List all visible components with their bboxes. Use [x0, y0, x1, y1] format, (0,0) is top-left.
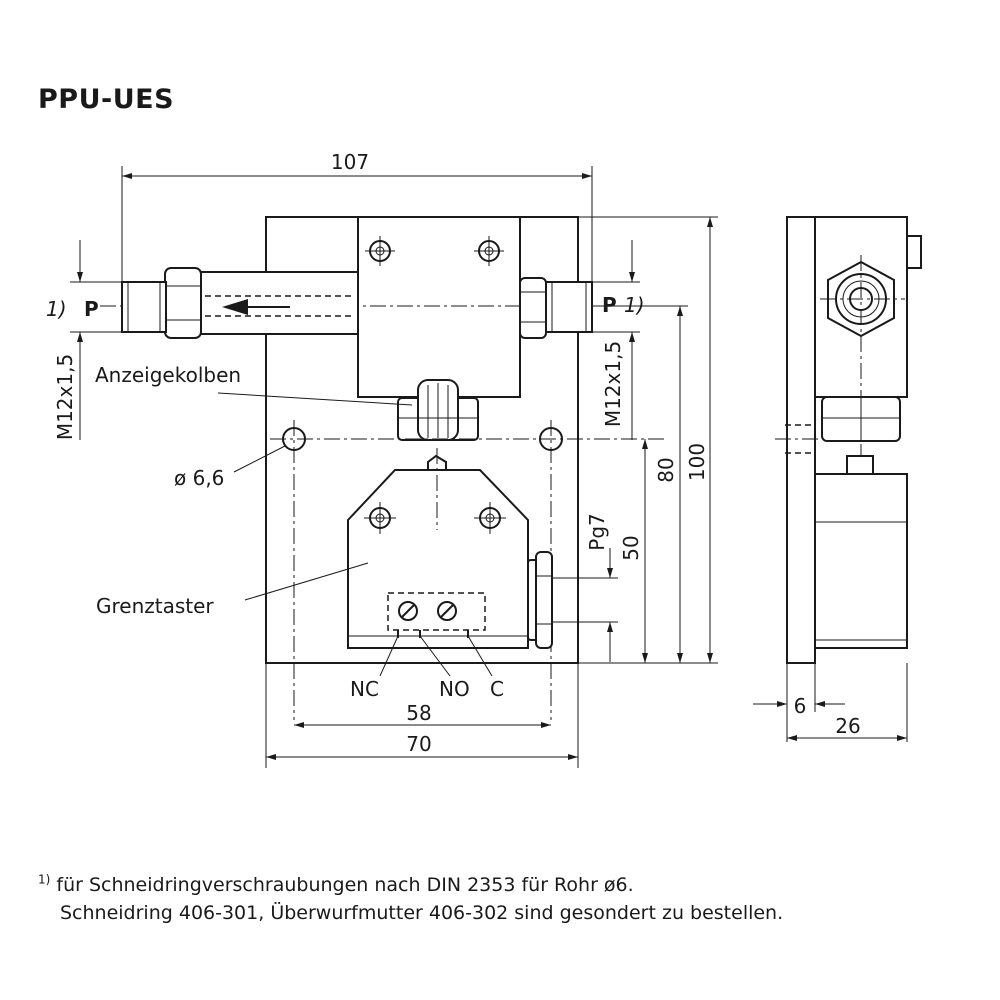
plate-hole-left: [282, 420, 306, 720]
dim-pg7: Pg7: [585, 513, 609, 550]
indicator-piston: [397, 379, 479, 441]
terminal-c-label: C: [490, 677, 504, 701]
footnote: 1) für Schneidringverschraubungen nach D…: [38, 866, 783, 927]
dimension-lines: [70, 166, 718, 768]
dim-thread-left: M12x1,5: [53, 354, 77, 440]
dim-107: 107: [331, 150, 369, 174]
footnote-ref-right: 1): [624, 293, 645, 317]
dim-6: 6: [794, 694, 807, 718]
footnote-text-1: für Schneidringverschraubungen nach DIN …: [56, 874, 634, 897]
dim-100: 100: [685, 443, 709, 481]
dim-58: 58: [406, 701, 431, 725]
block-screw-right: [474, 236, 504, 266]
port-label-right: P: [602, 293, 617, 317]
left-fitting: [121, 267, 359, 339]
side-view: [775, 216, 922, 664]
valve-block: [357, 216, 521, 398]
side-plate: [786, 216, 816, 664]
footnote-ref-left: 1): [46, 297, 67, 321]
right-fitting: [519, 277, 593, 339]
dim-thread-right: M12x1,5: [601, 341, 625, 427]
footnote-marker: 1): [38, 873, 51, 887]
terminal-nc-label: NC: [350, 677, 379, 701]
limit-switch-label: Grenztaster: [96, 594, 214, 618]
front-view: [100, 216, 680, 720]
dim-26: 26: [835, 714, 860, 738]
port-label-left: P: [84, 297, 99, 321]
switch-screw-right: [474, 502, 506, 534]
side-dimension-lines: [753, 663, 908, 742]
page-title: PPU-UES: [38, 84, 175, 115]
dim-50: 50: [619, 535, 643, 560]
footnote-line-2: Schneidring 406-301, Überwurfmutter 406-…: [60, 902, 784, 925]
dim-hole-diameter: ø 6,6: [174, 466, 224, 490]
indicator-piston-label: Anzeigekolben: [95, 363, 241, 387]
terminal-no-label: NO: [439, 677, 470, 701]
dim-70: 70: [406, 732, 431, 756]
block-screw-left: [365, 236, 395, 266]
dim-80: 80: [654, 457, 678, 482]
footnote-line-1: 1) für Schneidringverschraubungen nach D…: [38, 873, 634, 897]
limit-switch: [347, 448, 553, 649]
switch-screw-left: [364, 502, 396, 534]
